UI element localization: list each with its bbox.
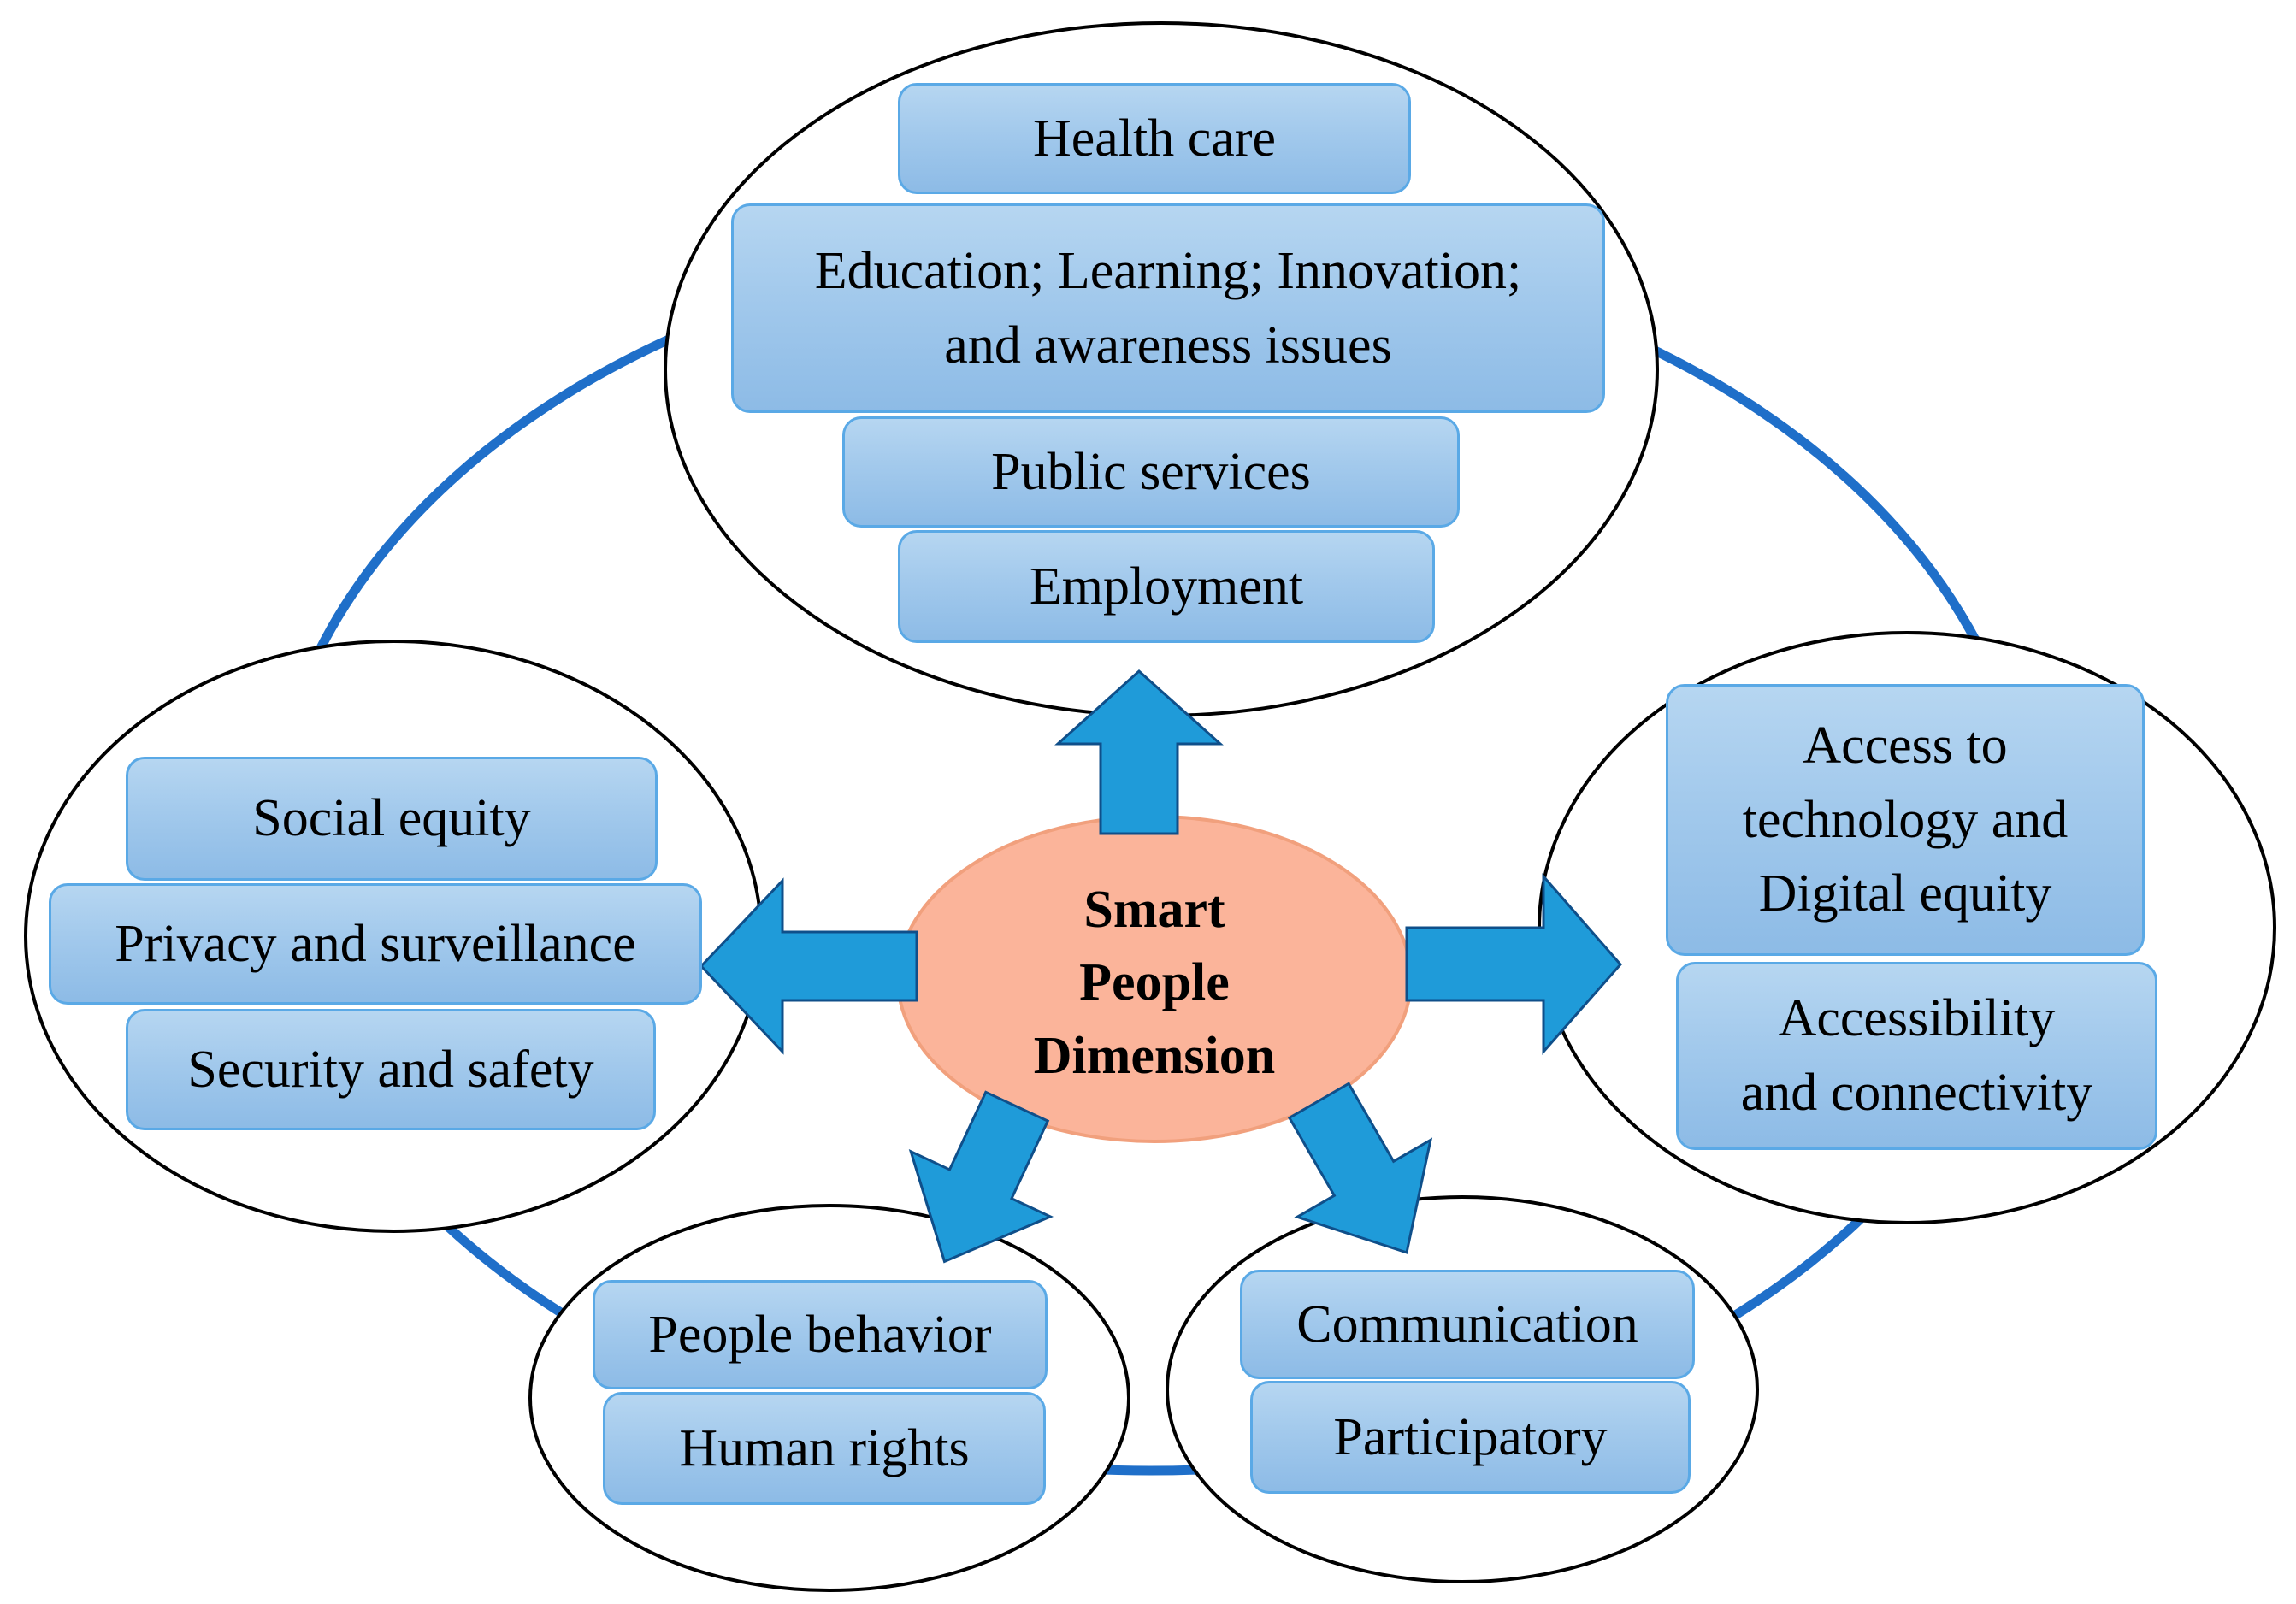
- education-box: Education; Learning; Innovation; and awa…: [731, 203, 1605, 413]
- social-equity-label: Social equity: [252, 789, 531, 848]
- arrow-left: [699, 877, 918, 1055]
- center-label-wrap: Smart People Dimension: [906, 855, 1402, 1112]
- privacy-surveillance-box: Privacy and surveillance: [49, 883, 702, 1005]
- security-safety-box: Security and safety: [126, 1009, 656, 1130]
- education-label: Education; Learning; Innovation; and awa…: [814, 241, 1522, 374]
- employment-box: Employment: [898, 530, 1435, 643]
- participatory-label: Participatory: [1333, 1407, 1608, 1466]
- arrow-down-right: [1287, 1082, 1433, 1254]
- people-behavior-label: People behavior: [648, 1305, 992, 1364]
- participatory-box: Participatory: [1250, 1381, 1691, 1494]
- health-care-box: Health care: [898, 83, 1411, 194]
- security-safety-label: Security and safety: [187, 1040, 594, 1099]
- arrow-down-left: [908, 1090, 1054, 1264]
- arrow-right: [1405, 873, 1622, 1055]
- employment-label: Employment: [1029, 557, 1304, 616]
- accessibility-connectivity-box: Accessibility and connectivity: [1676, 962, 2157, 1150]
- social-equity-box: Social equity: [126, 757, 658, 881]
- communication-box: Communication: [1240, 1270, 1695, 1379]
- human-rights-label: Human rights: [679, 1418, 970, 1477]
- arrow-up: [1054, 669, 1224, 835]
- public-services-label: Public services: [991, 442, 1311, 501]
- people-behavior-box: People behavior: [593, 1280, 1048, 1389]
- access-technology-label: Access to technology and Digital equity: [1742, 716, 2069, 923]
- center-label: Smart People Dimension: [1033, 880, 1276, 1085]
- communication-label: Communication: [1296, 1294, 1638, 1353]
- privacy-surveillance-label: Privacy and surveillance: [115, 914, 636, 973]
- public-services-box: Public services: [842, 416, 1460, 528]
- human-rights-box: Human rights: [603, 1392, 1046, 1505]
- accessibility-connectivity-label: Accessibility and connectivity: [1740, 989, 2093, 1122]
- access-technology-box: Access to technology and Digital equity: [1666, 684, 2145, 956]
- health-care-label: Health care: [1033, 109, 1276, 168]
